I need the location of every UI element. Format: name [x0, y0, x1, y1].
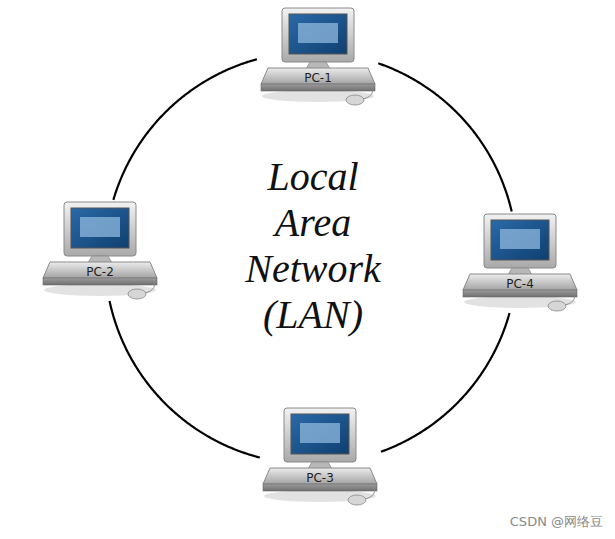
ring-cable: [113, 59, 257, 200]
computer-icon: [260, 406, 380, 506]
computer-icon: [460, 212, 580, 312]
computer-icon: [40, 200, 160, 300]
ring-cable: [110, 301, 260, 458]
computer-node: PC-2: [40, 200, 160, 300]
computer-node: PC-3: [260, 406, 380, 506]
ring-cable: [378, 63, 511, 211]
computer-node: PC-1: [258, 6, 378, 106]
watermark: CSDN @网络豆: [510, 513, 603, 531]
computer-node: PC-4: [460, 212, 580, 312]
pc-label: PC-1: [258, 71, 378, 85]
network-title: Local Area Network (LAN): [238, 154, 388, 338]
computer-icon: [258, 6, 378, 106]
pc-label: PC-3: [260, 471, 380, 485]
pc-label: PC-4: [460, 277, 580, 291]
pc-label: PC-2: [40, 265, 160, 279]
ring-cable: [381, 313, 510, 452]
